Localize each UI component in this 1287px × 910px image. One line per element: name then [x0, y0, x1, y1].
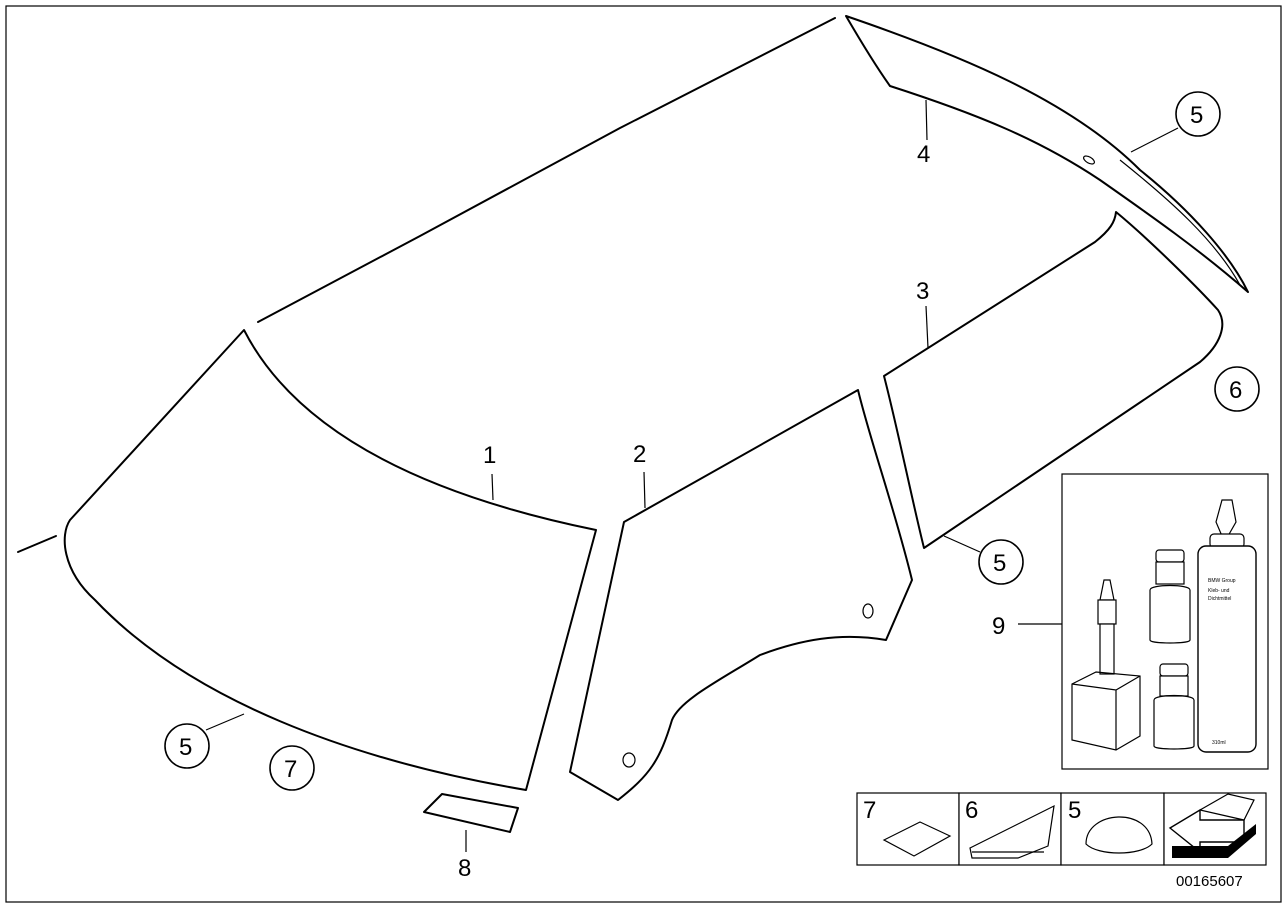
callout-1: 1 [483, 442, 496, 469]
legend-label-5: 5 [1068, 797, 1081, 824]
legend-dome-icon [1085, 816, 1153, 854]
leader-5-left [205, 713, 245, 731]
legend-label-7: 7 [863, 797, 876, 824]
roof-outline [257, 17, 836, 323]
svg-text:5: 5 [179, 734, 192, 761]
leader-4 [925, 99, 928, 141]
svg-text:5: 5 [993, 550, 1006, 577]
circled-callout-5-top: 5 [1175, 91, 1221, 137]
door-glass-part-2 [569, 389, 913, 801]
hood-stub [17, 535, 57, 553]
circled-callout-5-mid: 5 [978, 539, 1024, 585]
rear-window-part-4 [845, 15, 1249, 293]
rear-window-seal [1119, 159, 1241, 286]
svg-text:6: 6 [1229, 377, 1242, 404]
diagram-number: 00165607 [1176, 873, 1243, 890]
circled-callout-6: 6 [1214, 366, 1260, 412]
leader-1 [491, 473, 494, 501]
callout-8: 8 [458, 855, 471, 882]
pad-part-8 [423, 793, 519, 833]
arrow-icon [1168, 793, 1256, 858]
leader-5-mid [943, 535, 981, 553]
callout-2: 2 [633, 441, 646, 468]
adhesive-cartridge: BMW Group Kleb- und Dichtmittel 310ml [1197, 499, 1257, 753]
callout-4: 4 [917, 141, 930, 168]
svg-text:5: 5 [1190, 102, 1203, 129]
callout-3: 3 [916, 278, 929, 305]
circled-callout-5-left: 5 [164, 723, 210, 769]
callout-9: 9 [992, 613, 1005, 640]
svg-text:Kleb- und: Kleb- und [1208, 588, 1230, 594]
svg-text:Dichtmittel: Dichtmittel [1208, 596, 1231, 602]
primer-bottle-upper [1149, 549, 1191, 644]
rear-window-hole [1082, 155, 1096, 165]
legend-pad-icon [882, 821, 952, 857]
svg-text:310ml: 310ml [1212, 740, 1226, 746]
legend-label-6: 6 [965, 797, 978, 824]
leader-3 [925, 305, 929, 349]
applicator-bottle [1071, 579, 1141, 751]
leader-2 [643, 471, 646, 509]
svg-text:7: 7 [284, 756, 297, 783]
legend-strip: 7 6 5 [856, 792, 1267, 866]
door-glass-hole-upper [862, 603, 874, 619]
primer-bottle-lower [1153, 663, 1195, 750]
svg-text:BMW Group: BMW Group [1208, 578, 1236, 584]
rear-side-glass-part-3 [883, 211, 1224, 549]
diagram-frame [5, 5, 1282, 903]
windscreen-part-1 [63, 329, 597, 791]
door-glass-hole-lower [622, 752, 636, 768]
leader-5-top [1130, 127, 1179, 153]
circled-callout-7: 7 [269, 745, 315, 791]
